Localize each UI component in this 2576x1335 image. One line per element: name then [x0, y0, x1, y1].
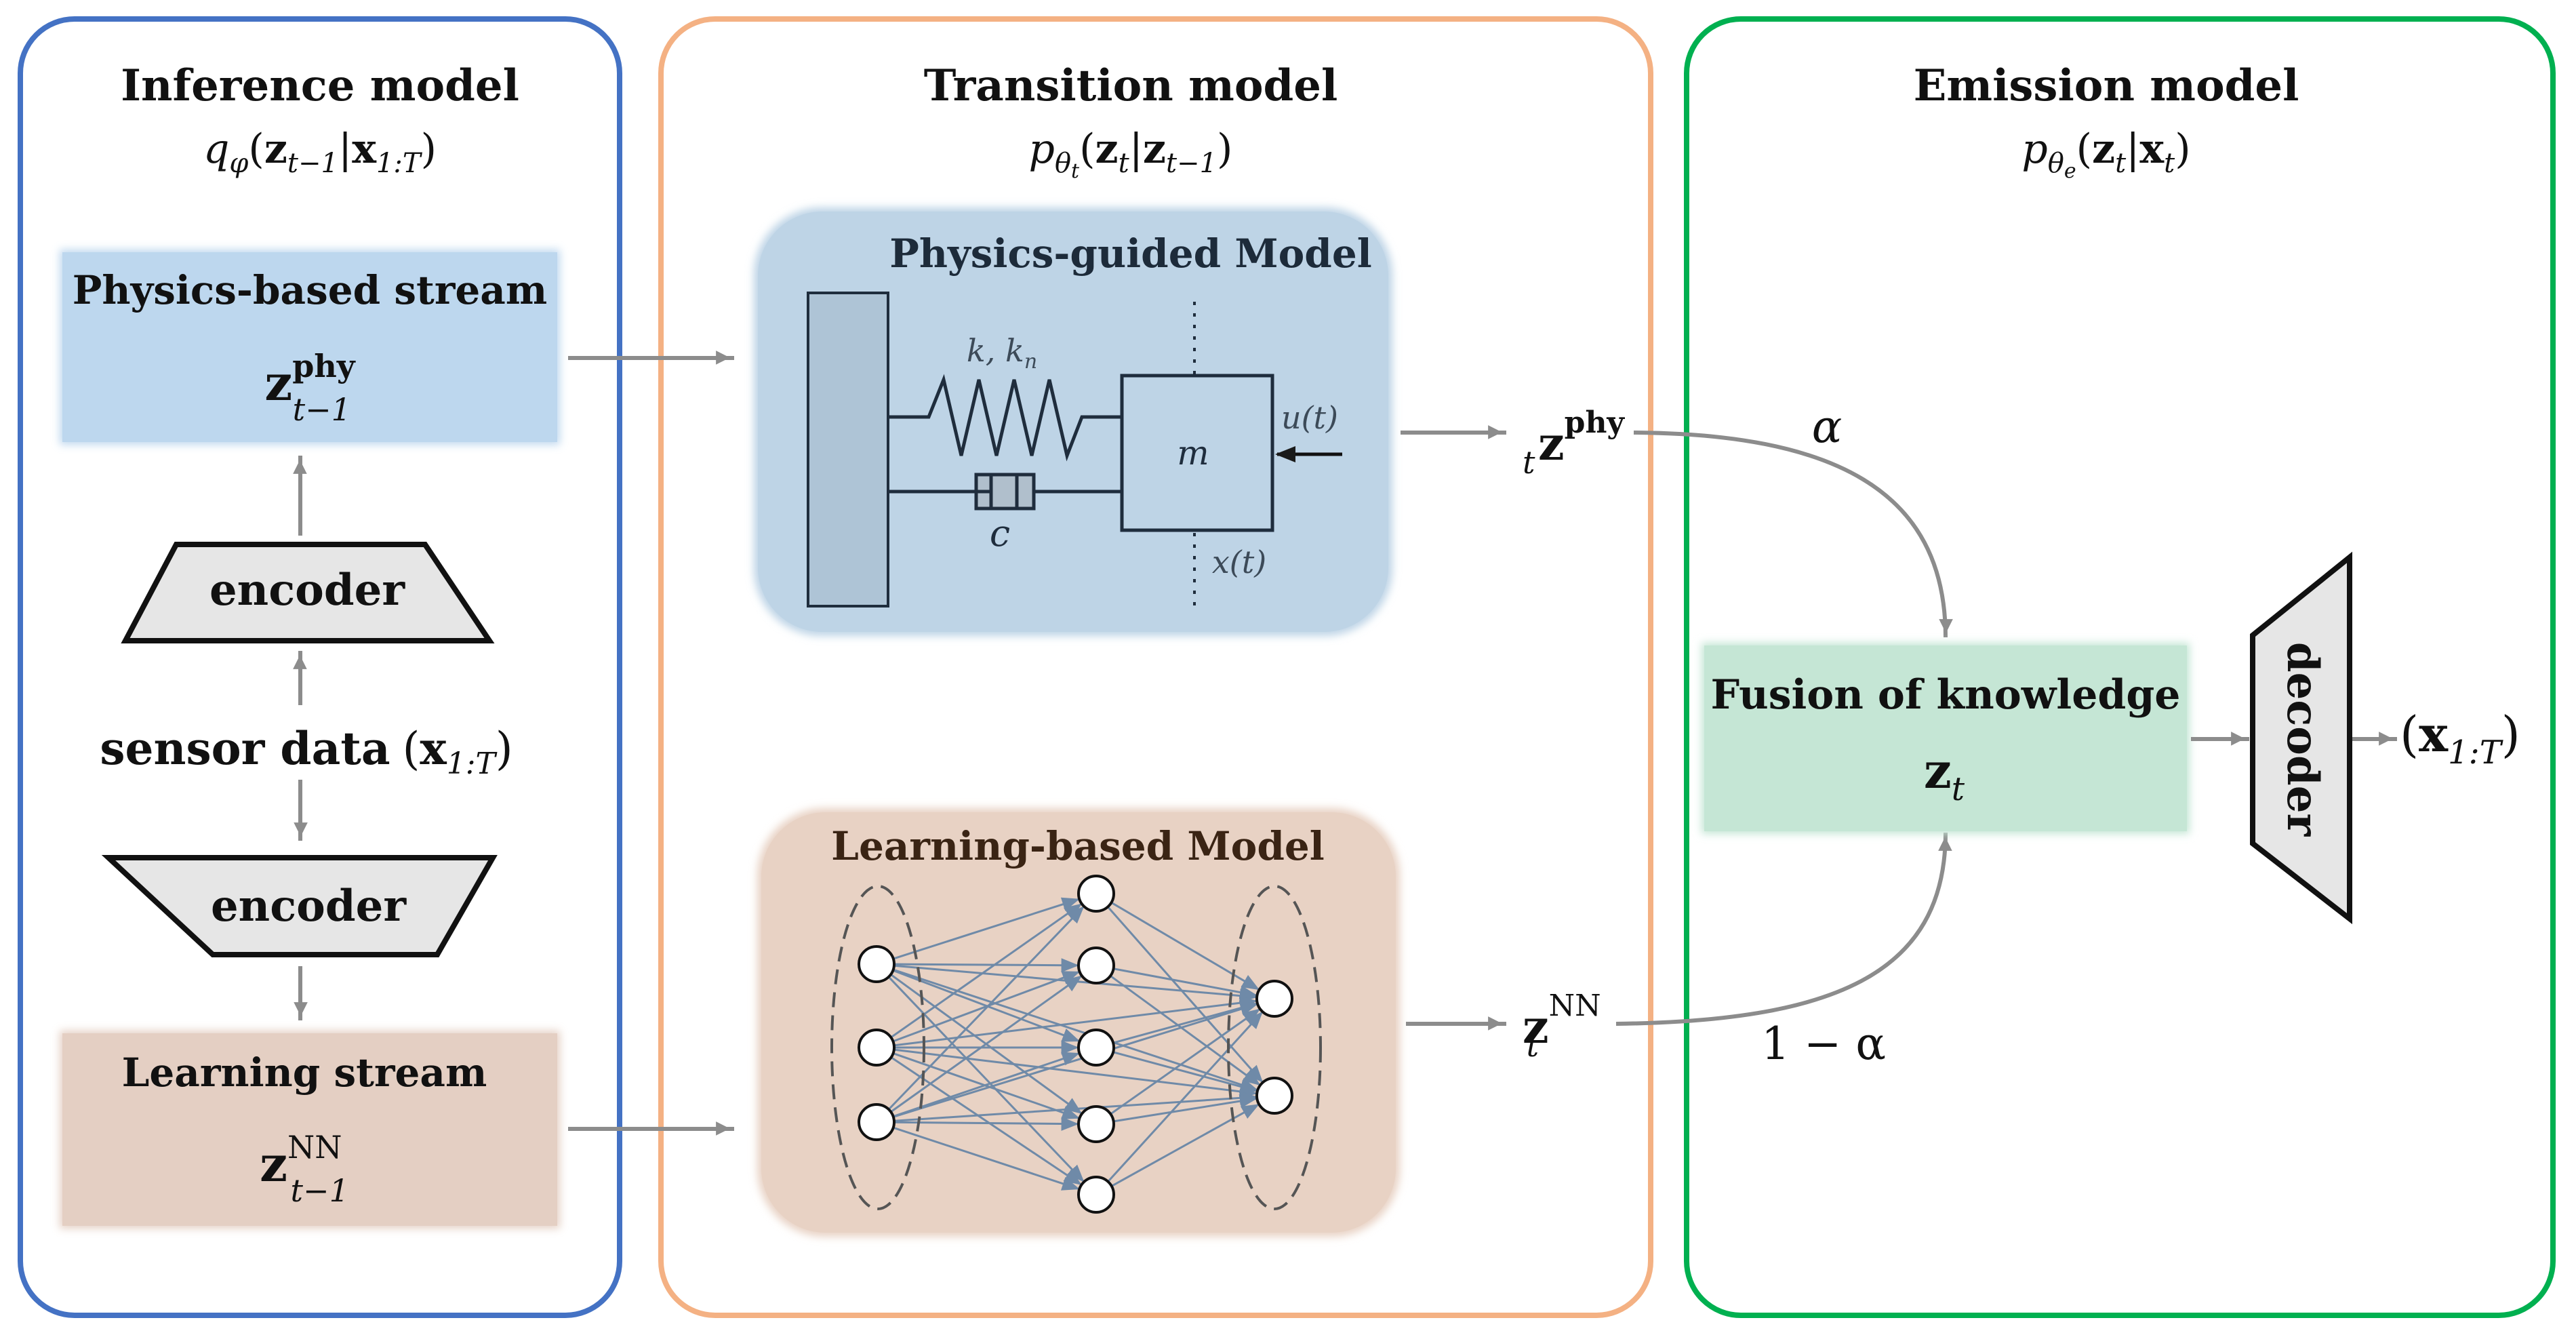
nn-edge [893, 964, 1257, 1003]
alpha-label: α [1812, 401, 1843, 453]
nn-input-node [858, 945, 895, 983]
arrow-z-nn-to-fusion [1615, 832, 1952, 1026]
nn-hidden-node [1077, 875, 1115, 913]
nn-edge [892, 969, 1081, 1042]
nn-edge [1110, 975, 1261, 1086]
encoder-top [121, 542, 495, 643]
nn-edge [893, 958, 1079, 973]
fixed-wall [807, 292, 889, 607]
nn-edge [893, 1091, 1257, 1122]
nn-input-node [858, 1103, 895, 1141]
nn-output-layer-group [1227, 885, 1322, 1210]
spring-label: k, kn [967, 332, 1037, 374]
decoder-label: decoder [2277, 642, 2328, 837]
transition-formula: pθt(zt|zt−1) [1029, 125, 1233, 183]
nn-hidden-node [1077, 1105, 1115, 1143]
physics-guided-model-title: Physics-guided Model [889, 231, 1372, 277]
nn-hidden-node [1077, 1029, 1115, 1067]
nn-edge [1107, 906, 1264, 1083]
emission-panel [1684, 16, 2556, 1318]
nn-edge [892, 971, 1081, 1043]
transition-panel [658, 16, 1653, 1318]
nn-edge [1112, 1001, 1258, 1044]
nn-edge [1107, 1011, 1263, 1182]
nn-input-layer-group [830, 885, 925, 1210]
spring [888, 374, 1122, 462]
arrow-z-phy-to-fusion [1633, 431, 1953, 638]
transition-title: Transition model [924, 60, 1338, 111]
sensor-data-label: sensor data(x1:T) [100, 722, 512, 781]
encoder-bottom-label: encoder [211, 881, 407, 932]
one-minus-alpha-label: 1 − α [1761, 1018, 1886, 1070]
inference-formula: qφ(zt−1|x1:T) [203, 125, 437, 179]
fusion-label: Fusion of knowledge [1711, 671, 2181, 719]
learning-stream-label: Learning stream [122, 1050, 487, 1096]
nn-edge [893, 1002, 1258, 1118]
inference-title: Inference model [121, 60, 519, 111]
nn-edge [1113, 968, 1258, 999]
nn-edge [1110, 1008, 1261, 1115]
nn-edge [887, 976, 1085, 1182]
nn-output-node [1255, 1077, 1293, 1115]
physics-stream-label: Physics-based stream [73, 267, 548, 313]
mass-block [1120, 374, 1274, 532]
nn-edge [1112, 1051, 1258, 1094]
nn-edge [890, 975, 1083, 1113]
nn-edge [1113, 1094, 1257, 1123]
nn-output-node [1255, 980, 1293, 1018]
nn-input-node [858, 1029, 895, 1067]
decoder [2250, 551, 2352, 925]
mass-label: m [1177, 433, 1209, 473]
nn-edge [893, 1117, 1079, 1131]
force-label: u(t) [1281, 399, 1338, 436]
encoder-top-label: encoder [209, 565, 405, 616]
neural-network [830, 875, 1322, 1214]
nn-edge [893, 968, 1258, 1092]
nn-hidden-node [1077, 1176, 1115, 1214]
nn-edge [893, 1052, 1080, 1118]
displacement-label: x(t) [1212, 544, 1266, 580]
output-label: (x1:T) [2400, 705, 2520, 772]
inference-panel [18, 16, 622, 1318]
nn-edge [893, 1126, 1080, 1191]
fusion-latent: zt [1924, 742, 1965, 808]
nn-edge [893, 897, 1080, 960]
learning-based-model-title: Learning-based Model [831, 823, 1325, 869]
nn-edge [887, 906, 1085, 1111]
damper-label: c [990, 512, 1010, 555]
mass-spring-damper-diagram [807, 292, 1342, 610]
emission-title: Emission model [1914, 60, 2299, 111]
nn-hidden-node [1077, 947, 1115, 984]
nn-edge [893, 995, 1257, 1047]
emission-formula: pθe(zt|xt) [2021, 125, 2190, 183]
encoder-bottom [101, 855, 498, 957]
